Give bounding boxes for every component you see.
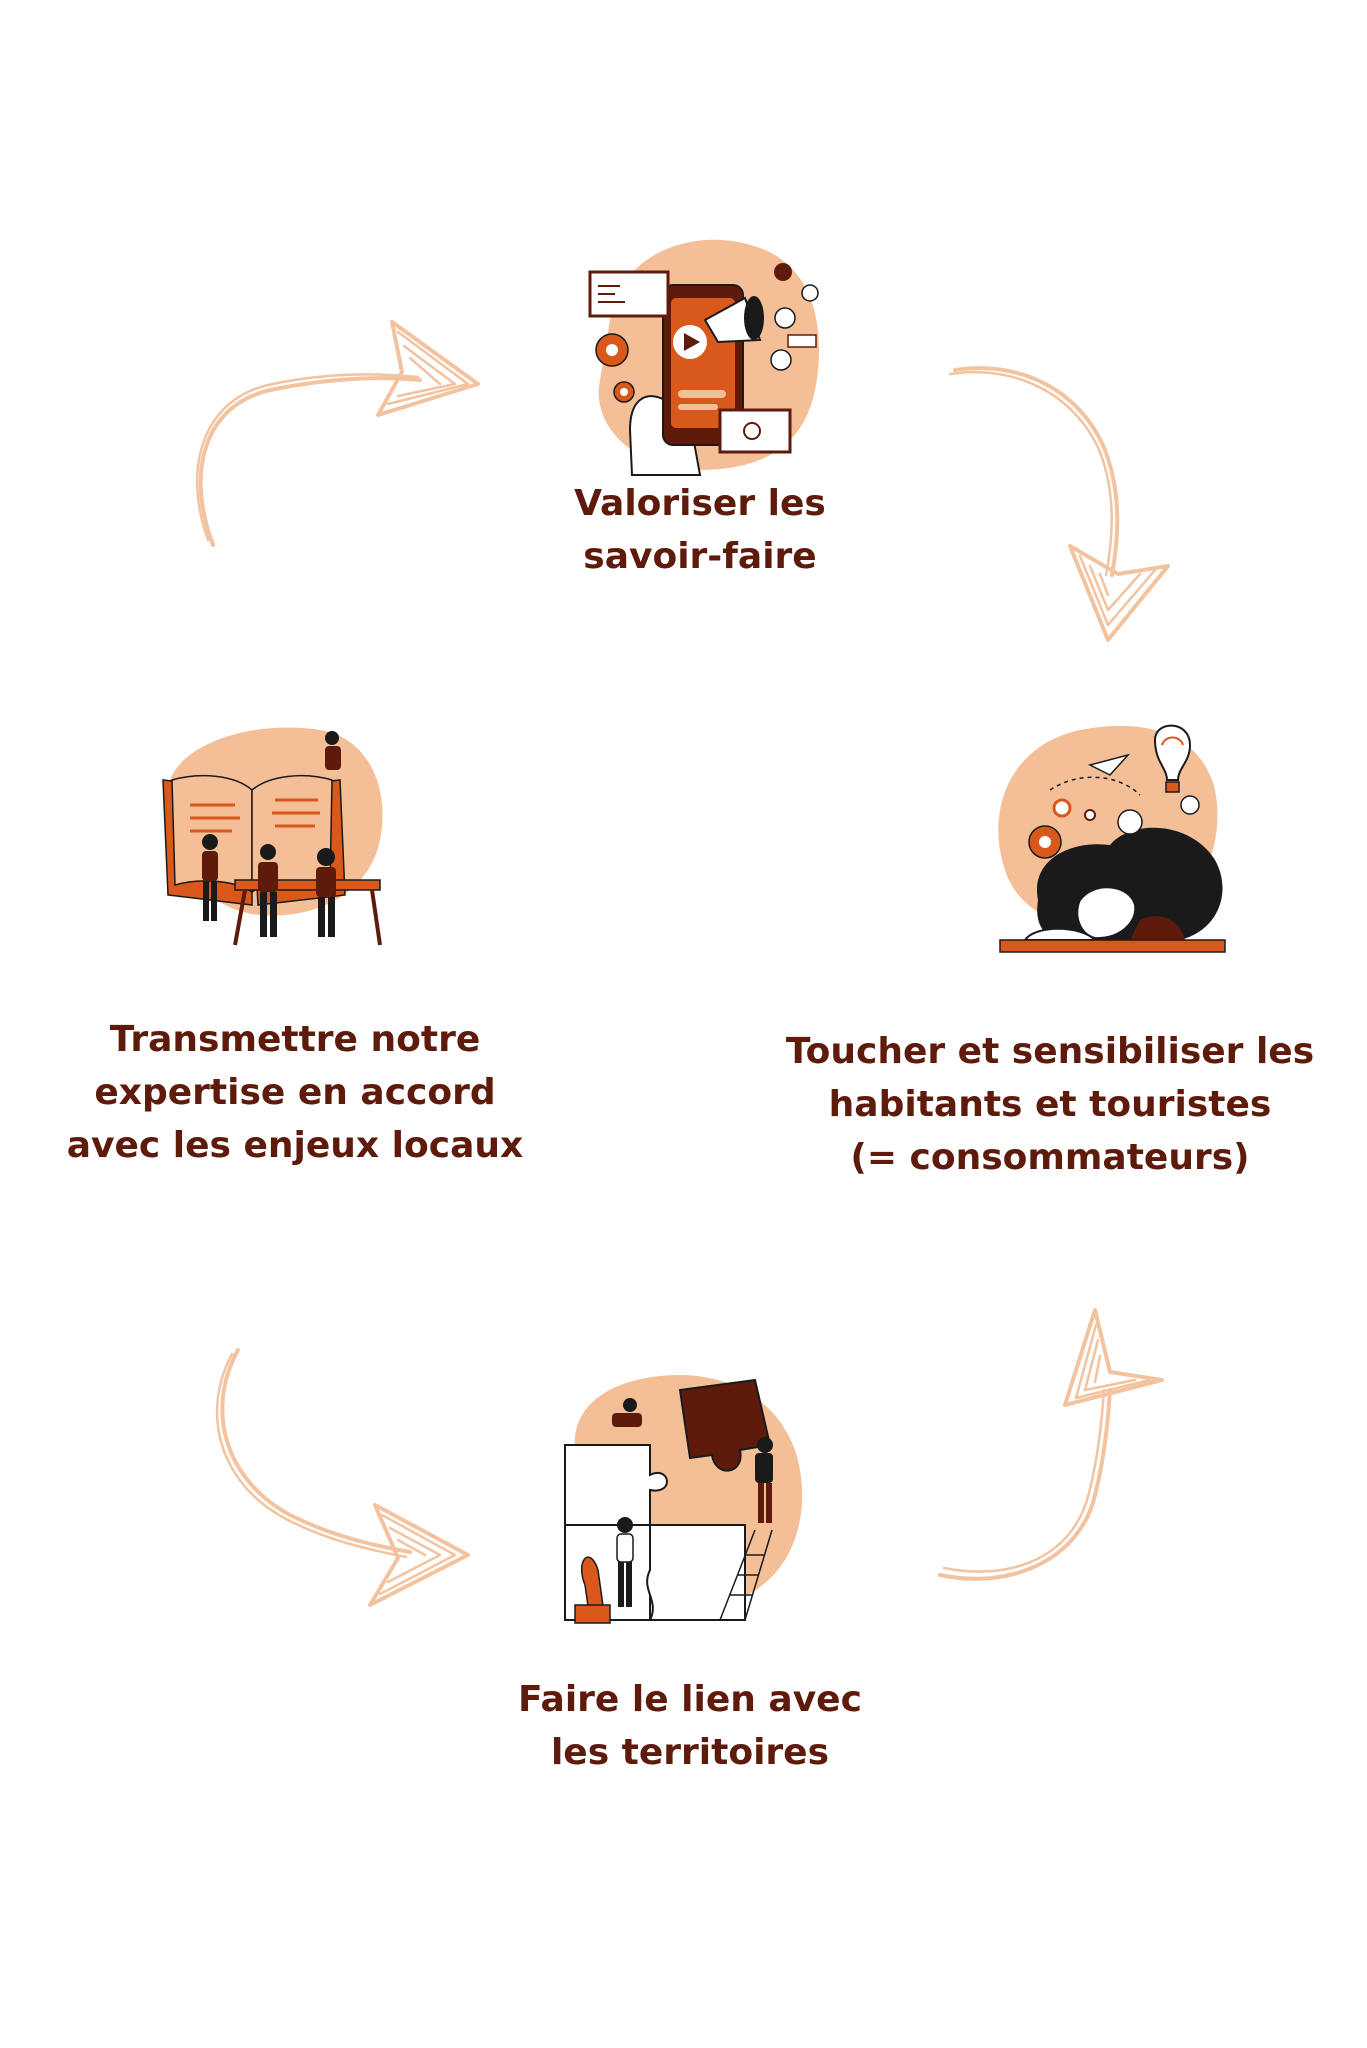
step-label-line: savoir-faire bbox=[583, 536, 817, 577]
arrow-bottom-left bbox=[215, 1348, 470, 1607]
step-label-line: expertise en accord bbox=[94, 1072, 496, 1113]
step-label-toucher: Toucher et sensibiliser les habitants et… bbox=[780, 1025, 1320, 1184]
step-label-valoriser: Valoriser les savoir-faire bbox=[520, 477, 880, 583]
arrow-top-left bbox=[195, 320, 480, 547]
step-label-transmettre: Transmettre notre expertise en accord av… bbox=[60, 1013, 530, 1172]
step-label-line: Transmettre notre bbox=[109, 1019, 481, 1060]
step-label-faire-lien: Faire le lien avec les territoires bbox=[490, 1673, 890, 1779]
step-label-line: (= consommateurs) bbox=[850, 1137, 1250, 1178]
arrow-bottom-right bbox=[938, 1308, 1164, 1581]
step-label-line: les territoires bbox=[550, 1732, 830, 1773]
step-label-line: habitants et touristes bbox=[828, 1084, 1272, 1125]
idea-thinking-illustration bbox=[998, 724, 1226, 953]
puzzle-teamwork-illustration bbox=[564, 1375, 803, 1624]
book-teaching-illustration bbox=[162, 727, 383, 946]
arrow-top-right bbox=[948, 366, 1170, 642]
step-label-line: Toucher et sensibiliser les bbox=[785, 1031, 1315, 1072]
phone-marketing-illustration bbox=[588, 239, 820, 476]
step-label-line: Faire le lien avec bbox=[518, 1679, 862, 1720]
step-label-line: Valoriser les bbox=[574, 483, 826, 524]
step-label-line: avec les enjeux locaux bbox=[66, 1125, 524, 1166]
